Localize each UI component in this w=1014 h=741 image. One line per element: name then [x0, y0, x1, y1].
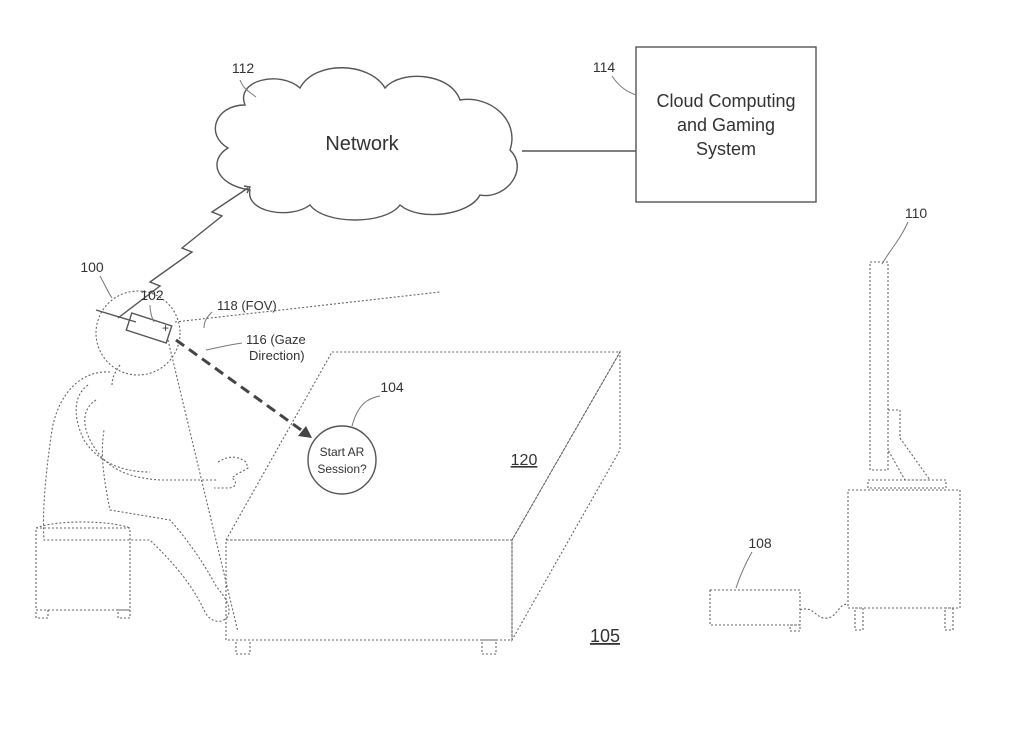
- cloud-system-line1: Cloud Computing: [656, 91, 795, 111]
- ref-104: 104: [380, 379, 404, 395]
- gaze-arrowhead: [298, 426, 312, 438]
- user-arm: [84, 399, 218, 481]
- cabinet-leg-right: [944, 607, 954, 631]
- table-front: [225, 539, 513, 641]
- user-body: [42, 371, 230, 622]
- table-foot-left: [235, 639, 251, 655]
- console-cable: [799, 603, 849, 619]
- fov-label: 118 (FOV): [217, 298, 277, 313]
- cloud-system-line2: and Gaming: [677, 115, 775, 135]
- user-hand: [214, 456, 249, 489]
- leader-118: [203, 311, 213, 329]
- gaze-label-line2: Direction): [249, 348, 305, 363]
- ref-112: 112: [232, 60, 255, 76]
- ref-100: 100: [80, 259, 104, 275]
- head-mounted-display: [125, 312, 173, 344]
- leader-104: [351, 395, 381, 427]
- ref-114: 114: [593, 59, 616, 75]
- cloud-gaming-system-box: [635, 46, 817, 203]
- display-base: [867, 479, 947, 489]
- network-cloud: [214, 67, 518, 221]
- network-label: Network: [325, 133, 399, 155]
- console-foot: [789, 624, 801, 632]
- leader-116: [205, 342, 243, 351]
- wireless-link: [117, 187, 249, 319]
- cloud-system-line3: System: [696, 139, 756, 159]
- fov-lower-line: [167, 339, 239, 633]
- fov-upper-line: [174, 291, 441, 323]
- hmd-cross: +: [162, 321, 169, 335]
- bubble-line1: Start AR: [320, 445, 365, 459]
- stool-top: [35, 521, 131, 529]
- table-side: [511, 349, 621, 643]
- display-cabinet: [847, 489, 961, 609]
- user-arm-back: [75, 384, 151, 473]
- leader-112: [239, 79, 257, 98]
- hmd-strap: [95, 309, 137, 323]
- display-screen: [869, 261, 889, 471]
- stool-leg-right: [117, 609, 131, 619]
- game-console: [709, 589, 801, 626]
- gaze-direction-arrow: [175, 338, 305, 434]
- wireless-arrowhead: [243, 185, 252, 194]
- ref-102: 102: [140, 287, 164, 303]
- leader-110: [881, 221, 909, 265]
- display-stand: [887, 409, 932, 481]
- ref-108: 108: [748, 535, 772, 551]
- table-top: [225, 351, 621, 541]
- bubble-line2: Session?: [317, 462, 367, 476]
- stool-leg-left: [35, 609, 49, 619]
- cabinet-leg-left: [854, 607, 864, 631]
- table-foot-right: [481, 639, 497, 655]
- user-neck: [111, 364, 121, 386]
- ref-110: 110: [905, 205, 928, 221]
- leader-114: [611, 75, 637, 96]
- ref-120: 120: [511, 452, 538, 469]
- user-head: [95, 290, 181, 376]
- leader-108: [735, 551, 753, 589]
- gaze-label-line1: 116 (Gaze: [246, 332, 306, 347]
- leader-102: [149, 304, 155, 323]
- ar-session-bubble: [307, 425, 377, 495]
- ref-105: 105: [590, 626, 620, 646]
- leader-100: [99, 275, 113, 299]
